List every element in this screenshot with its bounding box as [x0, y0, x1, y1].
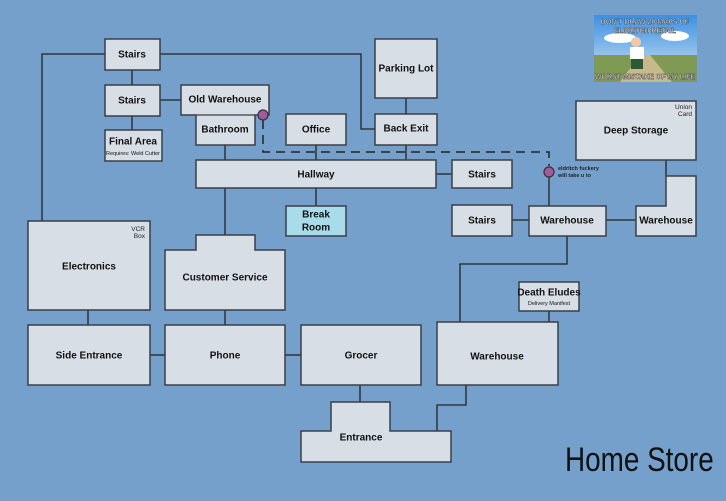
- svg-text:Parking Lot: Parking Lot: [378, 64, 434, 75]
- room-back-exit: Back Exit: [374, 113, 438, 146]
- svg-text:Phone: Phone: [210, 351, 241, 362]
- map-title: Home Store: [565, 440, 714, 478]
- svg-text:Stairs: Stairs: [118, 50, 146, 61]
- room-warehouse-bottom: Warehouse: [436, 321, 559, 386]
- svg-text:Stairs: Stairs: [118, 96, 146, 107]
- svg-text:Stairs: Stairs: [468, 170, 496, 181]
- room-parking-lot: Parking Lot: [374, 38, 438, 99]
- svg-text:Side Entrance: Side Entrance: [56, 351, 123, 362]
- room-stairs-second: Stairs: [104, 84, 161, 117]
- svg-text:Deep Storage: Deep Storage: [604, 126, 669, 137]
- portal-marker-west: [257, 109, 269, 121]
- room-warehouse-mid: Warehouse: [528, 205, 607, 237]
- room-electronics: Electronics VCR Box: [27, 220, 151, 311]
- room-warehouse-right: Warehouse: [635, 175, 697, 237]
- svg-text:Death Eludes: Death Eludes: [517, 288, 581, 299]
- room-customer-service: Customer Service: [164, 234, 286, 311]
- room-break-room: Break Room: [285, 205, 347, 237]
- svg-text:Final Area: Final Area: [109, 137, 157, 148]
- room-stairs-top: Stairs: [104, 38, 161, 71]
- svg-text:Bathroom: Bathroom: [201, 125, 248, 136]
- svg-text:Card: Card: [678, 111, 692, 118]
- svg-text:Customer Service: Customer Service: [182, 273, 267, 284]
- svg-text:Union: Union: [675, 104, 692, 111]
- svg-text:Hallway: Hallway: [297, 170, 335, 181]
- svg-text:Office: Office: [302, 125, 331, 136]
- portal-note: eldritch fuckery: [558, 166, 600, 172]
- svg-text:Delivery Manifest: Delivery Manifest: [528, 301, 571, 307]
- svg-text:Old Warehouse: Old Warehouse: [189, 95, 262, 106]
- room-old-warehouse-bathroom: Old Warehouse Bathroom: [180, 84, 270, 146]
- svg-text:ELDRITCH RETAIL: ELDRITCH RETAIL: [614, 28, 677, 35]
- svg-text:Break: Break: [302, 210, 330, 221]
- svg-text:VCR: VCR: [131, 226, 145, 233]
- room-entrance: Entrance: [300, 401, 452, 463]
- room-grocer: Grocer: [300, 324, 422, 386]
- portal-marker-east: [543, 166, 555, 178]
- svg-text:Warehouse: Warehouse: [639, 216, 693, 227]
- room-side-entrance: Side Entrance: [27, 324, 151, 386]
- character-head-icon: [631, 37, 641, 47]
- connectors: [41, 53, 667, 431]
- portal-note-2: will take u to: [557, 173, 592, 179]
- room-phone: Phone: [164, 324, 286, 386]
- room-office: Office: [285, 113, 347, 146]
- svg-text:Back Exit: Back Exit: [383, 124, 429, 135]
- svg-text:DON'T DRAW 20 MAPS OF: DON'T DRAW 20 MAPS OF: [601, 19, 690, 26]
- svg-text:Stairs: Stairs: [468, 216, 496, 227]
- svg-text:Electronics: Electronics: [62, 262, 116, 273]
- room-stairs-right: Stairs: [451, 159, 513, 189]
- room-hallway: Hallway: [195, 159, 437, 189]
- svg-text:Warehouse: Warehouse: [540, 216, 594, 227]
- room-stairs-lower: Stairs: [451, 204, 513, 237]
- svg-text:Requires: Weld Cutter: Requires: Weld Cutter: [106, 151, 160, 157]
- svg-text:Room: Room: [302, 223, 330, 234]
- svg-text:WORST MISTAKE OF MY LIFE: WORST MISTAKE OF MY LIFE: [595, 74, 695, 81]
- room-deep-storage: Deep Storage Union Card: [575, 100, 697, 161]
- svg-text:Grocer: Grocer: [345, 351, 378, 362]
- room-final-area: Final Area Requires: Weld Cutter: [104, 129, 163, 162]
- meme-image: DON'T DRAW 20 MAPS OF ELDRITCH RETAIL WO…: [594, 15, 697, 82]
- room-death-eludes: Death Eludes Delivery Manifest: [517, 281, 581, 312]
- svg-text:Box: Box: [134, 233, 146, 240]
- svg-text:Entrance: Entrance: [340, 433, 383, 444]
- svg-text:Warehouse: Warehouse: [470, 352, 524, 363]
